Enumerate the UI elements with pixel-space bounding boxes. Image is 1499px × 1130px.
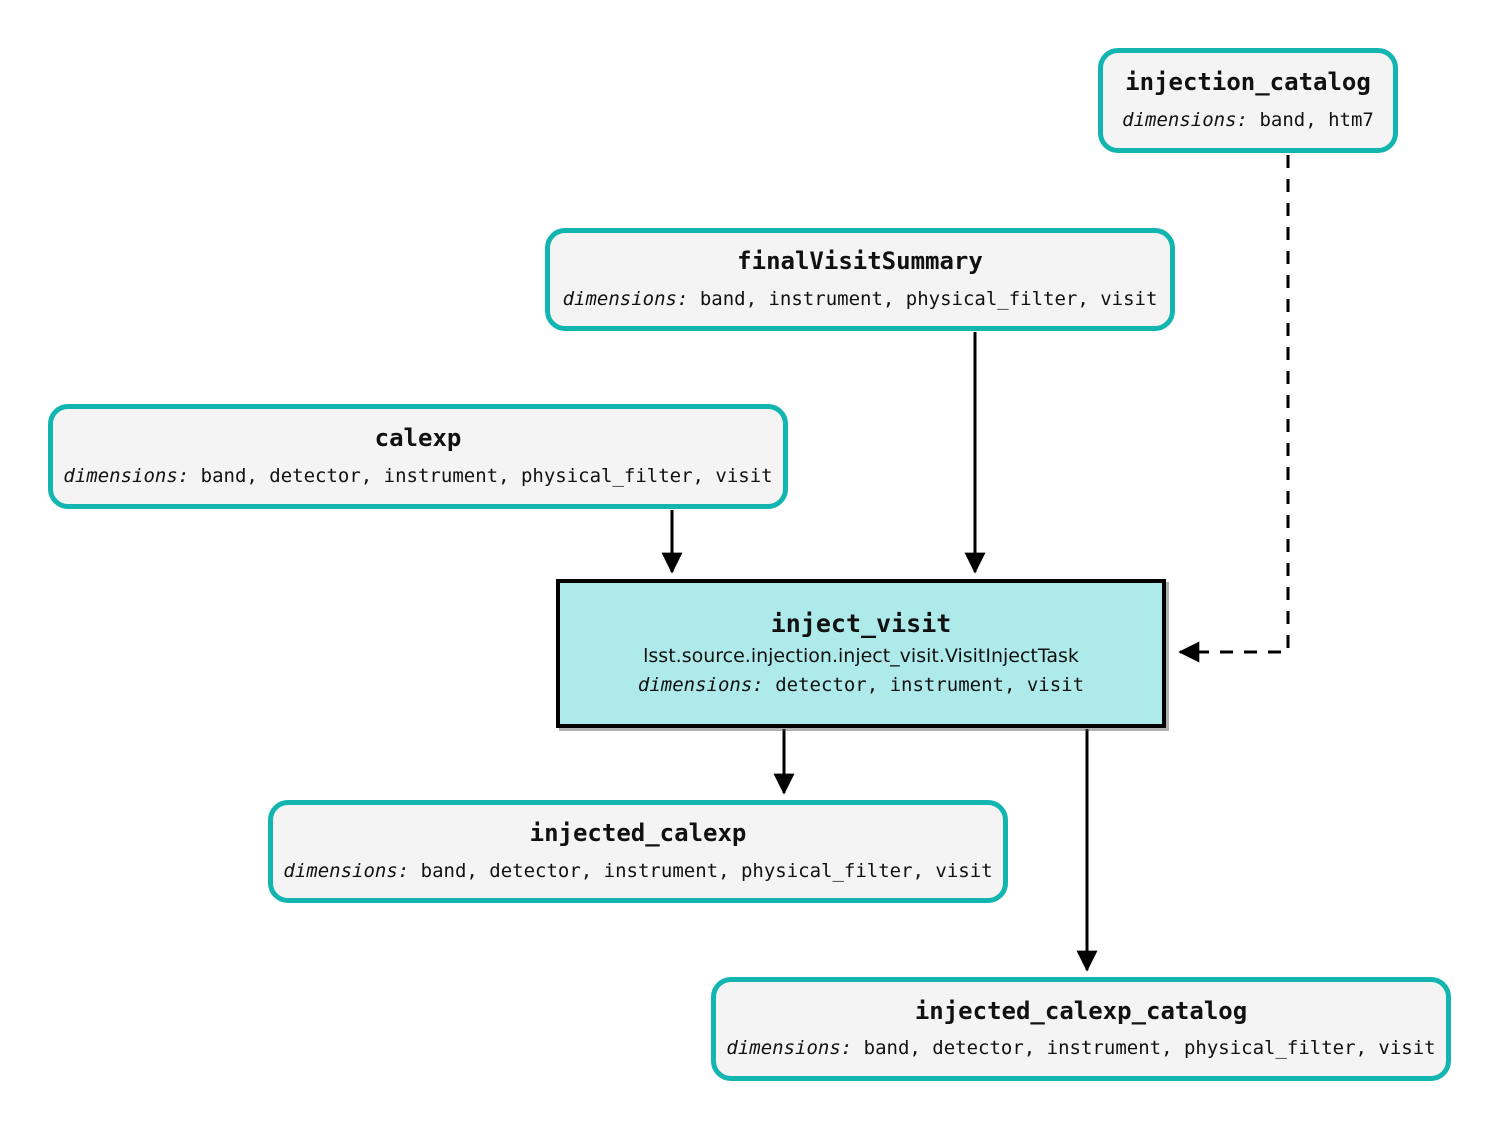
node-title: injection_catalog	[1125, 68, 1371, 97]
node-title: inject_visit	[770, 608, 952, 638]
node-injected-calexp-catalog[interactable]: injected_calexp_catalog dimensions: band…	[711, 977, 1451, 1081]
edge-injection-catalog-to-inject-visit	[1178, 155, 1290, 663]
node-dimensions: dimensions: band, instrument, physical_f…	[563, 288, 1158, 311]
node-dimensions: dimensions: detector, instrument, visit	[638, 674, 1084, 697]
node-dimensions: dimensions: band, detector, instrument, …	[283, 860, 992, 883]
node-title: injected_calexp_catalog	[914, 996, 1248, 1025]
dimensions-label: dimensions:	[1122, 108, 1248, 131]
node-title: calexp	[374, 424, 462, 453]
dimensions-value: band, detector, instrument, physical_fil…	[852, 1037, 1436, 1060]
node-inject-visit[interactable]: inject_visit lsst.source.injection.injec…	[556, 579, 1166, 728]
node-dimensions: dimensions: band, htm7	[1122, 109, 1374, 132]
node-title: injected_calexp	[529, 819, 747, 848]
dimensions-label: dimensions:	[637, 674, 764, 697]
node-injected-calexp[interactable]: injected_calexp dimensions: band, detect…	[268, 800, 1008, 903]
node-dimensions: dimensions: band, detector, instrument, …	[726, 1037, 1435, 1060]
dimensions-value: band, htm7	[1248, 108, 1374, 131]
dimensions-label: dimensions:	[726, 1037, 853, 1060]
dimensions-label: dimensions:	[283, 859, 410, 882]
dimensions-label: dimensions:	[562, 287, 689, 310]
dimensions-label: dimensions:	[63, 464, 190, 487]
dimensions-value: detector, instrument, visit	[763, 674, 1085, 697]
node-dimensions: dimensions: band, detector, instrument, …	[63, 465, 772, 488]
dimensions-value: band, instrument, physical_filter, visit	[688, 287, 1158, 310]
dimensions-value: band, detector, instrument, physical_fil…	[409, 859, 993, 882]
node-calexp[interactable]: calexp dimensions: band, detector, instr…	[48, 404, 788, 509]
dimensions-value: band, detector, instrument, physical_fil…	[189, 464, 773, 487]
node-injection-catalog[interactable]: injection_catalog dimensions: band, htm7	[1098, 48, 1398, 153]
node-finalvisitsummary[interactable]: finalVisitSummary dimensions: band, inst…	[545, 228, 1175, 331]
node-task-class: lsst.source.injection.inject_visit.Visit…	[643, 644, 1079, 667]
node-title: finalVisitSummary	[737, 247, 983, 276]
